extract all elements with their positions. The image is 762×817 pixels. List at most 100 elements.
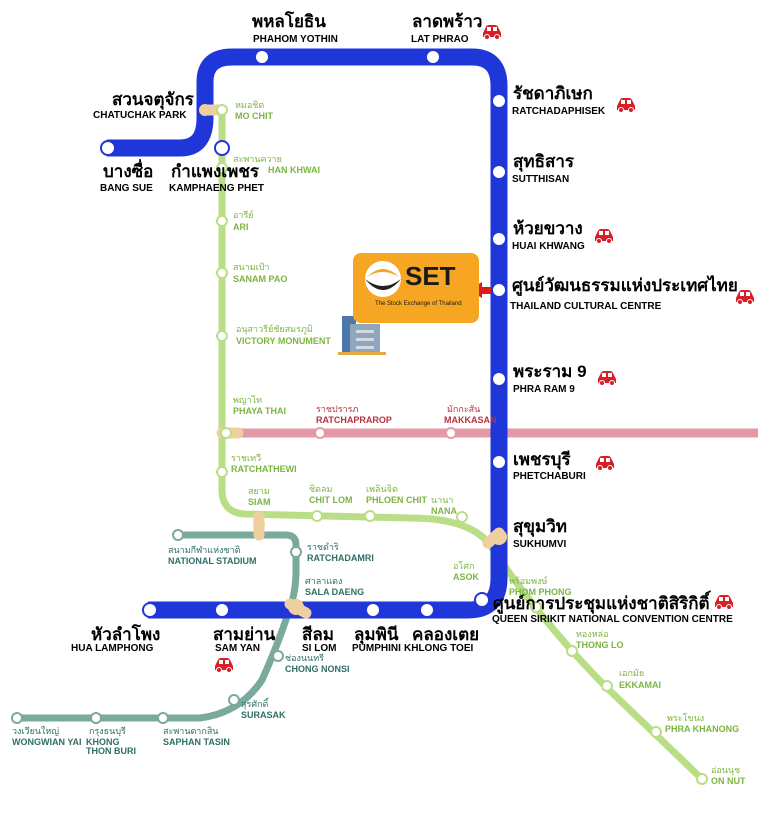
station-ekkamai[interactable] (601, 680, 613, 692)
bts-label-th: ชิดลม (309, 484, 333, 494)
station-phetchaburi[interactable] (491, 454, 507, 470)
car-icon (215, 658, 233, 673)
silom-label-th: ราชดำริ (307, 542, 339, 552)
station-surasak[interactable] (228, 694, 240, 706)
station-phaya-thai[interactable] (220, 427, 232, 439)
station-phloen-chit[interactable] (364, 510, 376, 522)
station-sukhumvit[interactable] (491, 529, 507, 545)
silom-label-th: ช่องนนทรี (285, 653, 324, 663)
set-emblem-icon (365, 261, 401, 297)
station-on-nut[interactable] (696, 773, 708, 785)
car-icon (483, 25, 501, 40)
station-hua-lamphong[interactable] (142, 602, 158, 618)
bts-label-en: PHAYA THAI (233, 406, 287, 416)
mrt-label-th: กำแพงเพชร (171, 162, 259, 181)
station-sam-yan[interactable] (214, 602, 230, 618)
airport-label-th: ราชปรารภ (316, 404, 359, 414)
bts-label-en: ARI (233, 222, 249, 232)
bts-label-th: พร้อมพงษ์ (509, 576, 548, 586)
mrt-blue-line (107, 48, 508, 619)
set-subtitle: The Stock Exchange of Thailand (375, 301, 462, 307)
station-sutthisan[interactable] (491, 164, 507, 180)
station-khlong-toei[interactable] (419, 602, 435, 618)
silom-label-en: SURASAK (241, 710, 286, 720)
bts-label-th: หมอชิต (235, 100, 265, 110)
station-saphan-khwai[interactable] (216, 162, 228, 174)
mrt-label-en: SUKHUMVI (513, 539, 567, 550)
station-thailand-cultural-centre[interactable] (491, 282, 507, 298)
building-icon (338, 316, 386, 355)
station-ratchadamri[interactable] (290, 546, 302, 558)
airport-label-en: RATCHAPRAROP (316, 415, 392, 425)
bts-label-th: อนุสาวรีย์ชัยสมรภูมิ (236, 324, 313, 334)
airport-label-en: MAKKASAN (444, 415, 497, 425)
station-wongwian-yai[interactable] (11, 712, 23, 724)
station-bang-sue[interactable] (100, 140, 116, 156)
silom-label-th: สนามกีฬาแห่งชาติ (168, 545, 241, 555)
station-qsncc[interactable] (474, 592, 490, 608)
station-phahon-yothin[interactable] (254, 49, 270, 65)
station-ratchaprarop[interactable] (314, 427, 326, 439)
station-national-stadium[interactable] (172, 529, 184, 541)
station-chatuchak-park[interactable] (199, 104, 211, 116)
station-lat-phrao[interactable] (425, 49, 441, 65)
station-kamphaeng-phet[interactable] (214, 140, 230, 156)
station-saphan-taksin[interactable] (157, 712, 169, 724)
bts-label-th: อ่อนนุช (711, 765, 741, 775)
station-phra-khanong[interactable] (650, 726, 662, 738)
station-makkasan[interactable] (445, 427, 457, 439)
mrt-label-th: สวนจตุจักร (112, 90, 194, 109)
car-icon (596, 456, 614, 471)
airport-link-stations (314, 427, 457, 439)
mrt-label-th: เพชรบุรี (513, 450, 571, 469)
station-ratchathewi[interactable] (216, 466, 228, 478)
mrt-label-en: HUAI KHWANG (512, 241, 585, 252)
mrt-label-en: LAT PHRAO (411, 34, 469, 45)
bts-sukhumvit-stations (216, 104, 708, 785)
station-krung-thon-buri[interactable] (90, 712, 102, 724)
bts-label-th: เพลินจิต (366, 484, 398, 494)
mrt-label-th: ลาดพร้าว (412, 12, 483, 31)
station-mo-chit[interactable] (216, 104, 228, 116)
station-phra-ram-9[interactable] (491, 371, 507, 387)
set-logo: SET The Stock Exchange of Thailand (353, 253, 479, 323)
mrt-label-en: PHETCHABURI (513, 471, 586, 482)
station-si-lom[interactable] (288, 599, 304, 615)
station-chit-lom[interactable] (311, 510, 323, 522)
car-icon (736, 290, 754, 305)
bts-label-th: พญาไท (233, 395, 263, 405)
mrt-label-en: KHLONG TOEI (404, 643, 474, 654)
station-ratchadaphisek[interactable] (491, 93, 507, 109)
station-thong-lo[interactable] (566, 645, 578, 657)
car-icon (715, 595, 733, 610)
bts-sukhumvit-line (218, 110, 705, 782)
car-icon (617, 98, 635, 113)
bts-label-en: RATCHATHEWI (231, 464, 297, 474)
station-chong-nonsi[interactable] (272, 650, 284, 662)
station-nana[interactable] (456, 511, 468, 523)
bts-label-th: อารีย์ (233, 210, 254, 220)
mrt-label-en: KAMPHAENG PHET (169, 183, 265, 194)
station-sanam-pao[interactable] (216, 267, 228, 279)
station-siam[interactable] (253, 519, 265, 531)
mrt-label-en: THAILAND CULTURAL CENTRE (510, 301, 662, 312)
mrt-label-th: สุทธิสาร (513, 152, 575, 171)
bts-label-th: สะพานควาย (233, 154, 282, 164)
mrt-label-en: SUTTHISAN (512, 174, 570, 185)
bts-label-en: SANAM PAO (233, 274, 288, 284)
mrt-label-en: BANG SUE (100, 183, 153, 194)
mrt-label-th: ศูนย์วัฒนธรรมแห่งประเทศไทย (512, 276, 738, 295)
station-victory-monument[interactable] (216, 330, 228, 342)
silom-label-en: RATCHADAMRI (307, 553, 374, 563)
station-huai-khwang[interactable] (491, 231, 507, 247)
bts-label-th: ทองหล่อ (576, 629, 609, 639)
bts-label-th: สยาม (248, 486, 270, 496)
mrt-label-en: PHRA RAM 9 (513, 384, 575, 395)
station-phrom-phong[interactable] (530, 601, 542, 613)
station-lumphini[interactable] (365, 602, 381, 618)
mrt-stations (100, 49, 507, 618)
mrt-label-th: คลองเตย (412, 625, 480, 644)
station-ari[interactable] (216, 215, 228, 227)
